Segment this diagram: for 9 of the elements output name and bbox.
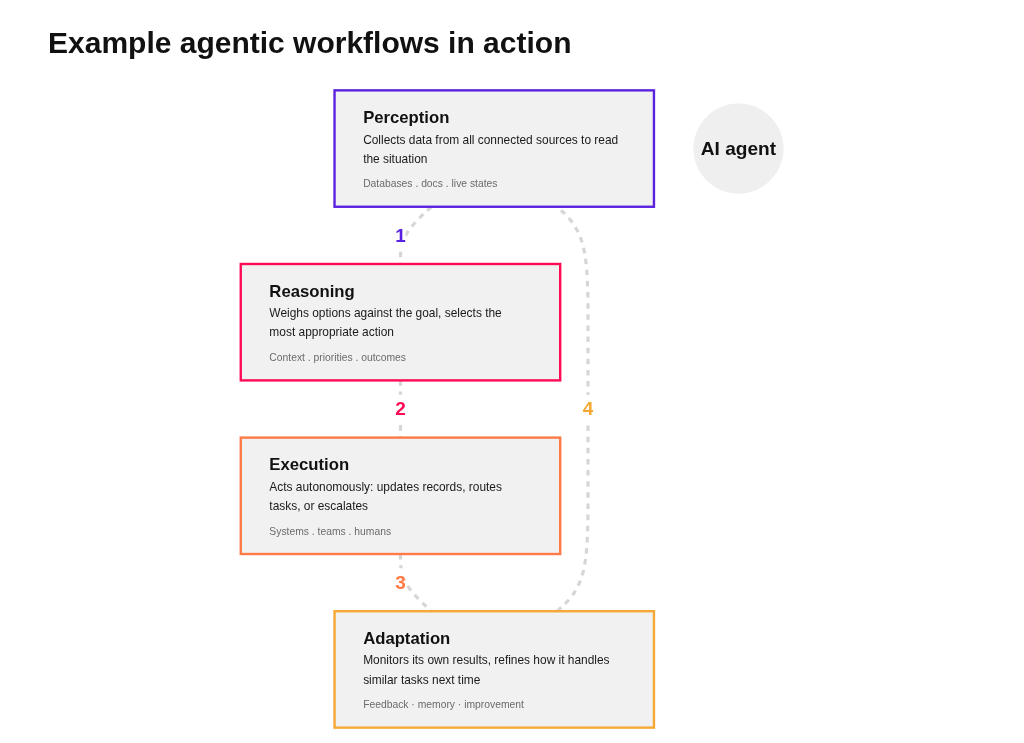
node-box: Execution Acts autonomously: updates records, routes tasks, or escalates Systems . teams . humans xyxy=(239,436,562,556)
node-box: Adaptation Monitors its own results, refines how it handles similar tasks next time Feedback · memory · improvement xyxy=(333,610,656,729)
edge-label: 4 xyxy=(582,397,594,420)
edge-label: 3 xyxy=(395,571,406,593)
edge-label: 1 xyxy=(395,224,406,246)
edge-label: 2 xyxy=(395,397,406,420)
diagram-title: Example agentic workflows in action xyxy=(48,26,572,60)
node-box: Reasoning Weighs options against the goal, selects the most appropriate action Context . priorities . outcomes xyxy=(239,262,562,382)
node-box: Perception Collects data from all connected sources to read the situation Databases . docs . live states xyxy=(333,89,656,208)
